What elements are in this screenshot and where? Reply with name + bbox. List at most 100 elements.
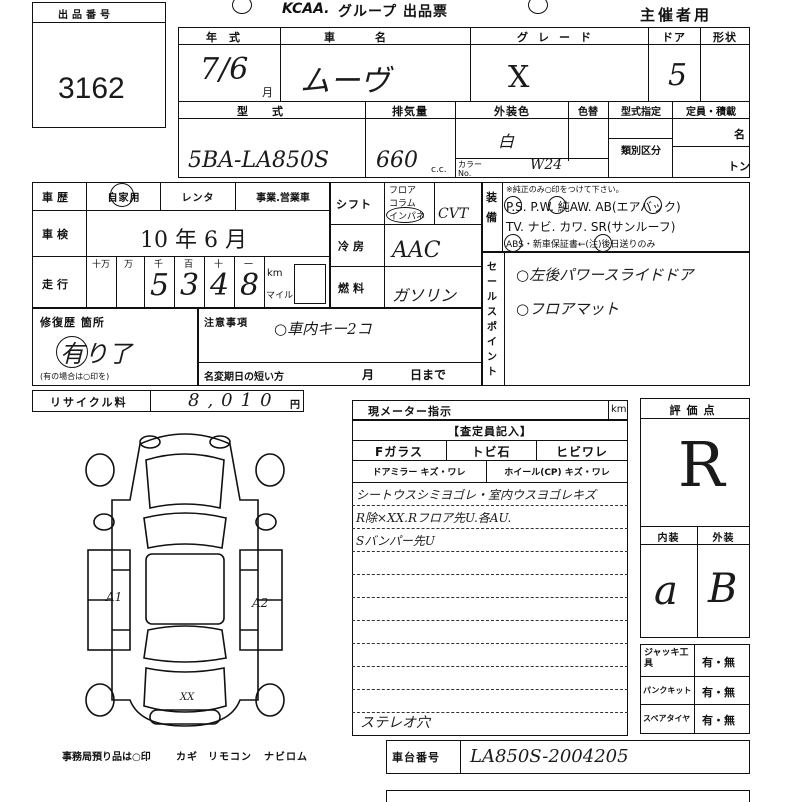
jack-choice[interactable]: 有・無 (702, 656, 735, 669)
recycle-unit: 円 (290, 400, 300, 411)
inspector-subheader-mirror: ドアミラー キズ・ワレ (372, 468, 466, 478)
shift-label: シフト (336, 198, 372, 211)
meter-label: 現メーター指示 (368, 405, 452, 418)
capacity-unit-people: 名 (734, 128, 745, 141)
grade-value: X (508, 60, 530, 95)
jack-label: ジャッキ工具 (644, 648, 689, 669)
organizer-label: 主催者用 (640, 6, 713, 24)
history-option-business: 事業.営業車 (256, 193, 310, 204)
color-change-label: 色替 (578, 107, 598, 118)
car-name-label: 車名 (324, 31, 426, 44)
group-logo: KCAA. (282, 1, 330, 17)
mileage-digit-10: 4 (210, 268, 230, 303)
meter-box (294, 264, 326, 304)
equipment-label: 装備 (486, 191, 498, 224)
classification-label: 類別区分 (621, 146, 661, 157)
door-label: ドア (662, 31, 686, 44)
equipment-line3: ABS・新車保証書←(注)後日送りのみ (506, 240, 656, 250)
recycle-block (32, 390, 304, 412)
displacement-value: 660 (376, 148, 418, 173)
recycle-value: 8,010 (188, 390, 280, 411)
model-value: 5BA-LA850S (188, 148, 330, 173)
lot-number: 3162 (58, 72, 125, 105)
mileage-digit-1: 8 (240, 268, 260, 303)
digit-label-100: 百 (184, 260, 194, 270)
fuel-label: 燃料 (338, 282, 368, 295)
circle-mark-icon (386, 207, 424, 223)
inspection-value: 10 年 6 月 (140, 228, 247, 253)
door-value: 5 (668, 58, 688, 93)
digit-label-10: 十 (214, 260, 224, 270)
notes-block (198, 308, 482, 386)
exterior-label: 外装 (712, 533, 735, 544)
group-title: グループ 出品票 (338, 4, 449, 20)
chassis-label: 車台番号 (392, 751, 440, 764)
chassis-value: LA850S-2004205 (470, 746, 629, 767)
shift-option-floor: フロア (389, 186, 417, 196)
spare-tire-choice[interactable]: 有・無 (702, 714, 735, 727)
interior-value: a (654, 568, 678, 614)
car-body-diagram (85, 433, 285, 727)
sales-points-label: セールスポイント (487, 262, 497, 378)
circle-mark-icon (504, 196, 522, 214)
sales-point-1: ○左後パワースライドドア (516, 266, 694, 284)
exterior-color-label: 外装色 (494, 105, 530, 118)
lot-box (32, 2, 166, 128)
grade-label: グレード (517, 31, 601, 44)
inspector-line-11: ステレオ穴 (360, 715, 430, 731)
inspector-line-2: R除×XX.Rフロア先U.各AU. (356, 511, 512, 525)
drivetrain-block (330, 182, 482, 308)
equipment-block (482, 182, 750, 252)
equipment-note: ※純正のみ○印をつけて下さい。 (506, 185, 624, 194)
circle-mark-icon (504, 234, 522, 252)
history-label: 車歴 (42, 191, 72, 204)
repair-note: (有の場合は○印を) (40, 372, 110, 381)
day-label: 日まで (410, 368, 447, 382)
digit-label-10k: 万 (124, 260, 134, 270)
exterior-value: B (708, 566, 738, 612)
mileage-unit-mile: マイル (266, 291, 294, 301)
lot-label: 出品番号 (58, 10, 114, 21)
shift-option-column: コラム (389, 199, 416, 209)
inspector-line-3: Sバンパー先U (356, 534, 435, 548)
bottom-row-box (386, 790, 750, 802)
office-note: 事務局預り品は○印 (62, 752, 151, 763)
inspector-block (352, 420, 628, 736)
name-change-label: 名変期日の短い方 (204, 372, 284, 383)
sales-point-2: ○フロアマット (516, 300, 620, 318)
mileage-unit-km: km (267, 268, 283, 279)
rating-block (640, 398, 750, 638)
digit-label-1: 一 (244, 260, 254, 270)
inspector-lines (352, 482, 628, 736)
history-block (32, 182, 330, 308)
footer-item-key: カギ (176, 752, 198, 763)
model-spec-label: 型式指定 (621, 107, 661, 118)
inspector-title: 【査定員記入】 (448, 425, 532, 438)
logo-emblem-icon (232, 0, 252, 14)
capacity-label: 定員・積載 (686, 107, 736, 118)
fuel-value: ガソリン (392, 286, 457, 305)
month-label: 月 (362, 368, 376, 382)
footer-item-navirom: ナビロム (264, 752, 308, 763)
circle-mark-icon (56, 336, 88, 368)
digit-label-100k: 十万 (92, 260, 111, 270)
chassis-block (386, 740, 750, 774)
logo-emblem-icon (528, 0, 548, 14)
puncture-kit-choice[interactable]: 有・無 (702, 686, 735, 699)
inspector-header-chip: トビ石 (471, 445, 511, 459)
car-name-value: ムーヴ (300, 64, 390, 99)
circle-mark-icon (594, 234, 612, 252)
shape-label: 形状 (713, 31, 737, 44)
diagram-mark-rear: XX (180, 692, 195, 703)
puncture-kit-label: パンクキット (643, 686, 692, 695)
mileage-digit-100: 3 (180, 268, 200, 303)
diagram-mark-a2: A2 (252, 596, 269, 610)
inspector-header-crack: ヒビワレ (555, 445, 608, 459)
diagram-mark-a1: A1 (106, 590, 123, 604)
ac-label: 冷房 (338, 240, 368, 253)
model-label: 型式 (237, 105, 307, 118)
year-value: 7/6 (200, 52, 249, 87)
repair-block (32, 308, 198, 386)
inspector-subheader-wheel: ホイール(CP) キズ・ワレ (504, 468, 610, 478)
displacement-label: 排気量 (392, 105, 428, 118)
